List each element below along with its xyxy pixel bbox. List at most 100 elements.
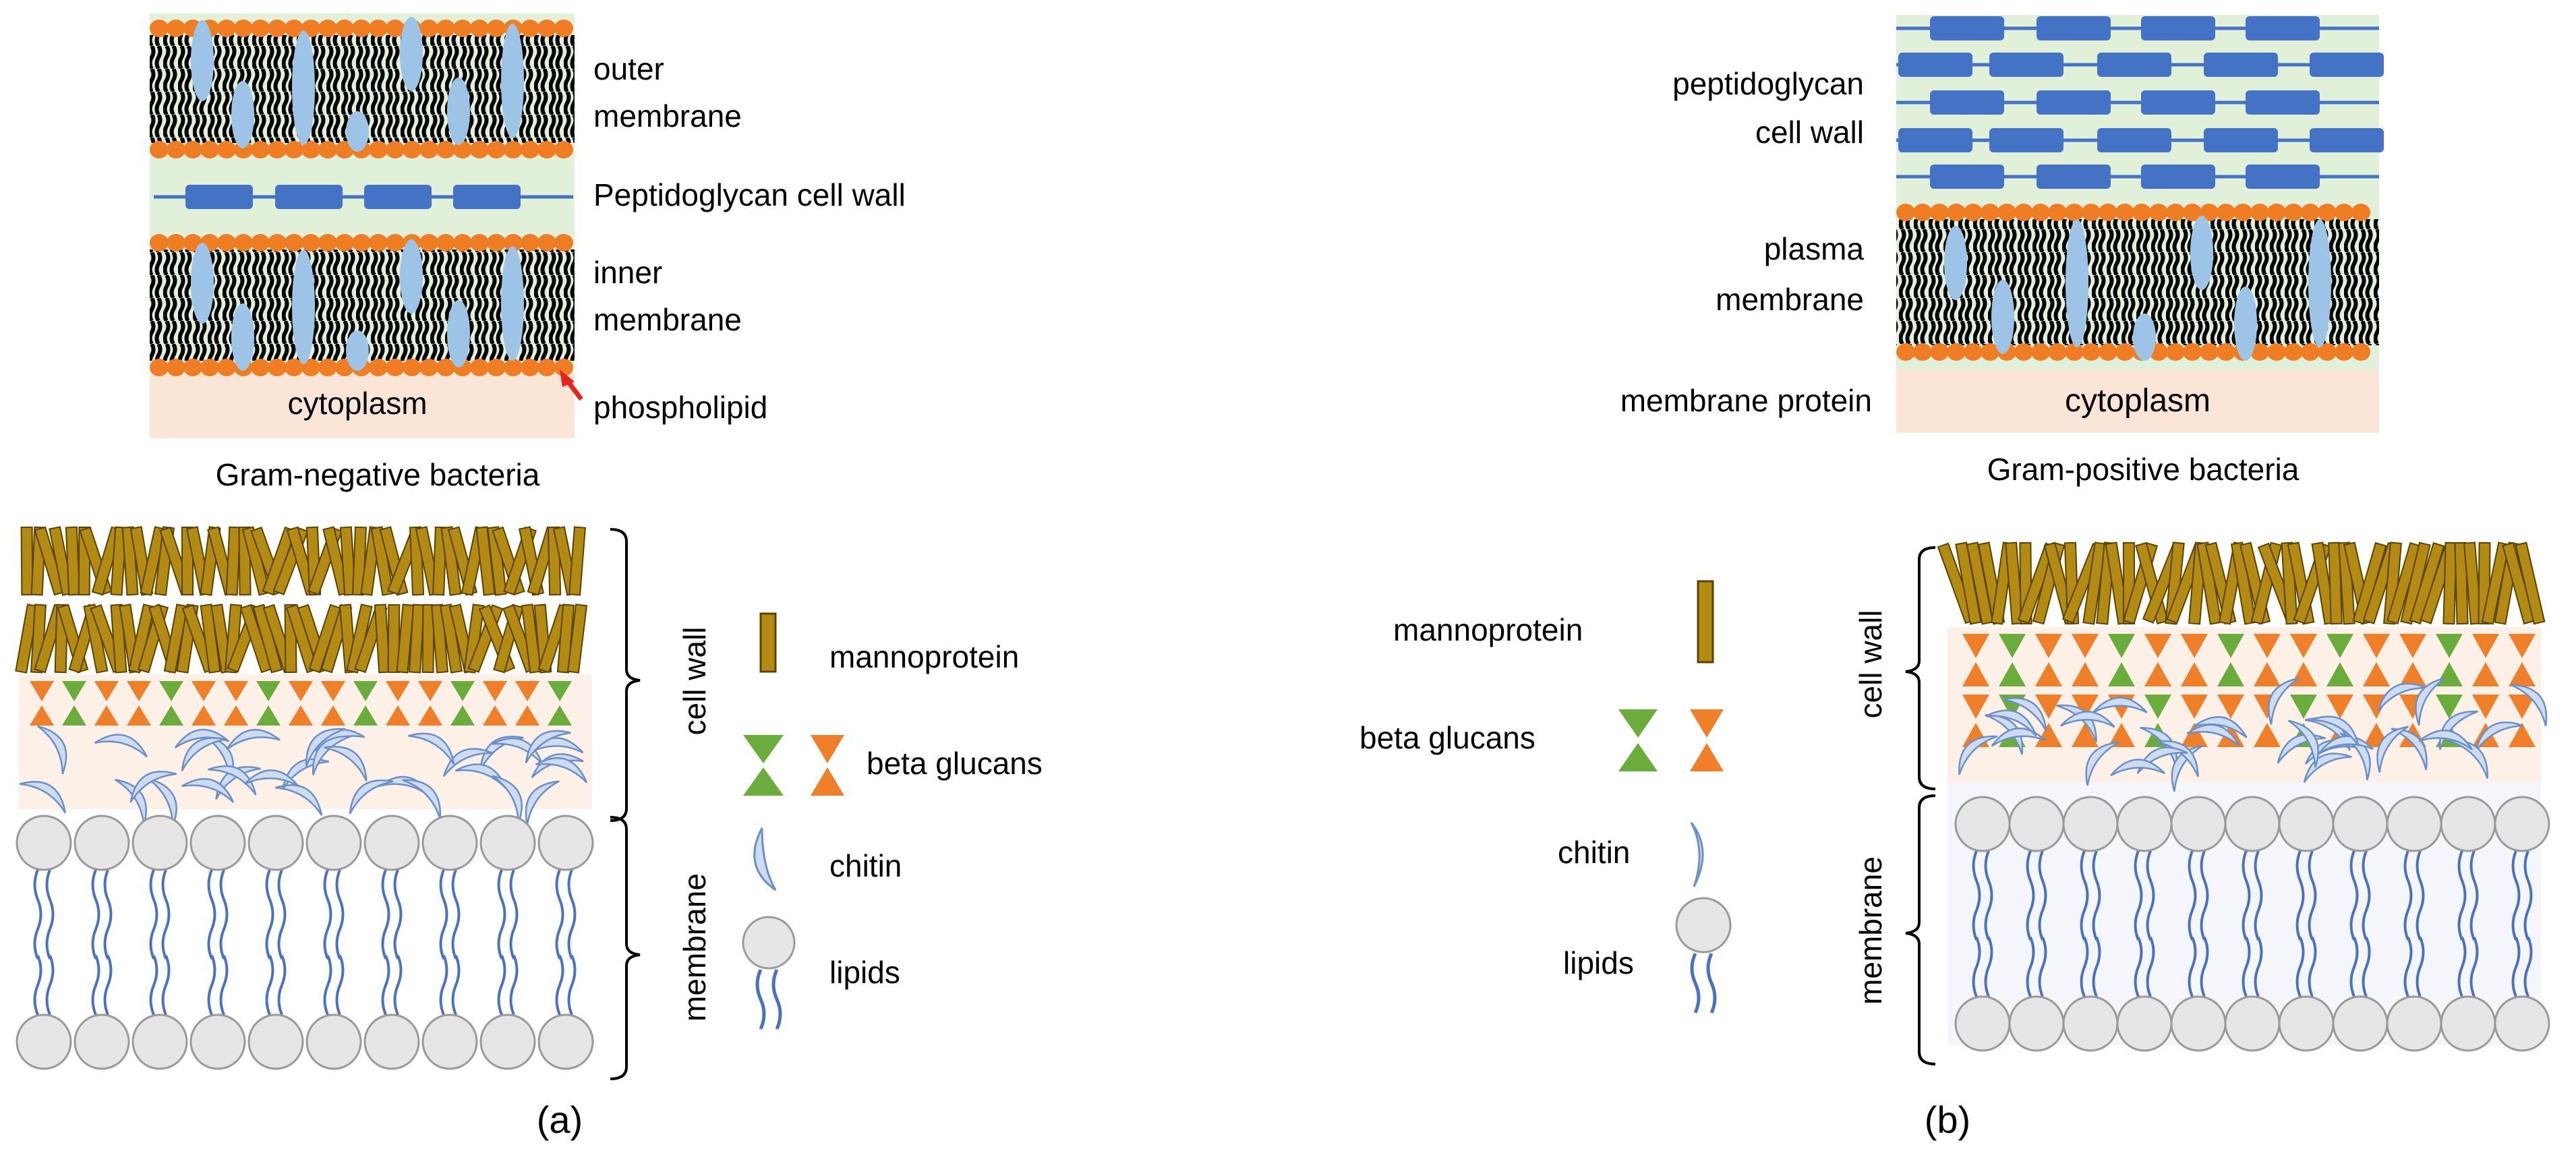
mannoprotein-fiber [15,603,39,674]
lipid-head [2062,995,2119,1052]
beta-glucan-top [1999,634,2026,658]
mannoprotein-fiber [110,526,127,596]
lipid-head [2116,796,2173,852]
phospholipid-head [268,141,287,158]
beta-glucan-bottom [2509,662,2536,686]
phospholipid-head [403,359,421,376]
lipid-tail [381,869,390,960]
beta-glucan-top [2072,695,2099,719]
lipid-tail [2457,850,2467,941]
phospholipid-head [301,234,320,252]
phospholipid-head [217,359,236,376]
phospholipid-head [217,141,236,158]
phospholipid-head [150,359,169,376]
beta-glucan-top [2254,634,2281,658]
phospholipid-head [1913,343,1932,361]
beta-glucan-top [2399,634,2426,658]
lipid-tail [323,955,332,1015]
beta-glucan-bottom [62,705,86,726]
chitin-fiber [349,779,394,815]
mannoprotein-fiber [2442,541,2457,625]
mannoprotein-fiber [566,603,588,674]
phospholipid-head [2115,343,2134,361]
cell-wall-label-b: cell wall [1853,610,1888,718]
phospholipid-head [200,141,219,158]
chitin-fiber [2376,726,2409,773]
membrane-protein [1944,226,1967,300]
lipid-bilayer [1954,796,2550,1052]
phospholipid-head [487,359,506,376]
chitin-fiber [2110,759,2165,777]
phospholipid-head [1896,343,1915,361]
membrane-label-b: membrane [1853,856,1888,1005]
lipid-tail-icon [771,968,782,1030]
beta-glucan-top [192,681,216,701]
lipid-head [2170,995,2227,1052]
chitin-legend-icon [1690,822,1704,887]
lipid-tail [2242,937,2251,997]
phospholipid-head [183,141,202,158]
beta-glucan-bottom [2472,662,2499,686]
phospholipid-head [251,234,270,252]
membrane-protein [2066,219,2088,347]
phospholipid-head [2014,343,2033,361]
phospholipid-head [1981,343,1999,361]
lipid-tail [2362,850,2371,941]
chitin-fiber [20,781,67,814]
lipid-head [1954,995,2011,1052]
lipid-head [2008,995,2065,1052]
lipid-head [1954,796,2011,852]
beta-glucan-bottom [548,705,572,726]
membrane-protein [400,17,423,91]
lipid-tail [2308,937,2317,997]
chitin-fiber [324,746,368,782]
phospholipid-label: phospholipid [593,390,767,425]
lipid-tail [393,869,403,960]
beta-glucan-bottom [2035,662,2062,686]
lipid-tail [149,869,158,960]
phospholipid-head [2099,343,2117,361]
phospholipid-head [2250,204,2269,221]
cell-wall-label-a: cell wall [677,626,712,735]
peptidoglycan-layer [154,185,573,209]
beta-glucan-bottom [30,705,54,726]
lipid-head [305,1013,362,1070]
phospholipid-head [521,234,539,252]
phospholipid-head [1947,204,1966,221]
chitin-fiber [2136,746,2188,774]
beta-glucan-top [2217,634,2244,658]
phospholipid-head [537,141,556,158]
phospholipid-head [2099,204,2117,221]
glycan-strand [2204,53,2278,77]
arrow-head-icon [560,370,575,387]
lipid-head [2278,796,2335,852]
phospholipid-head [335,20,354,37]
lipid-head [2494,995,2550,1052]
glucan-green-icon-top [1618,709,1658,738]
phospholipid-head [2284,343,2303,361]
glycan-strand [2097,53,2171,77]
lipid-head [2440,995,2496,1052]
lipid-head [537,1013,594,1070]
lipid-tail [91,955,100,1015]
phospholipid-head [2351,204,2370,221]
lipid-head [131,815,188,871]
lipid-tail [219,955,229,1015]
glucan-orange-icon-bottom [811,767,844,796]
lipid-tail [161,955,171,1015]
beta-glucans-legend-label: beta glucans [867,746,1043,781]
beta-glucan-bottom [1962,662,1989,686]
legend-a: mannoprotein beta glucans chitin lipids [742,612,1043,1030]
mannoprotein-fiber [374,603,391,674]
phospholipid-head [301,141,320,158]
glucan-green-icon-top [743,735,784,763]
plasma-membrane-bilayer [1896,204,2379,361]
beta-glucan-bottom [256,705,281,726]
lipid-legend-icon [742,916,796,970]
beta-glucan-bottom [127,705,151,726]
beta-glucan-top [2108,634,2135,658]
lipid-tail [2403,937,2413,997]
panel-label-b: (b) [1925,1098,1970,1141]
lipid-tail [1972,937,1981,997]
chitin-fiber [226,729,281,750]
